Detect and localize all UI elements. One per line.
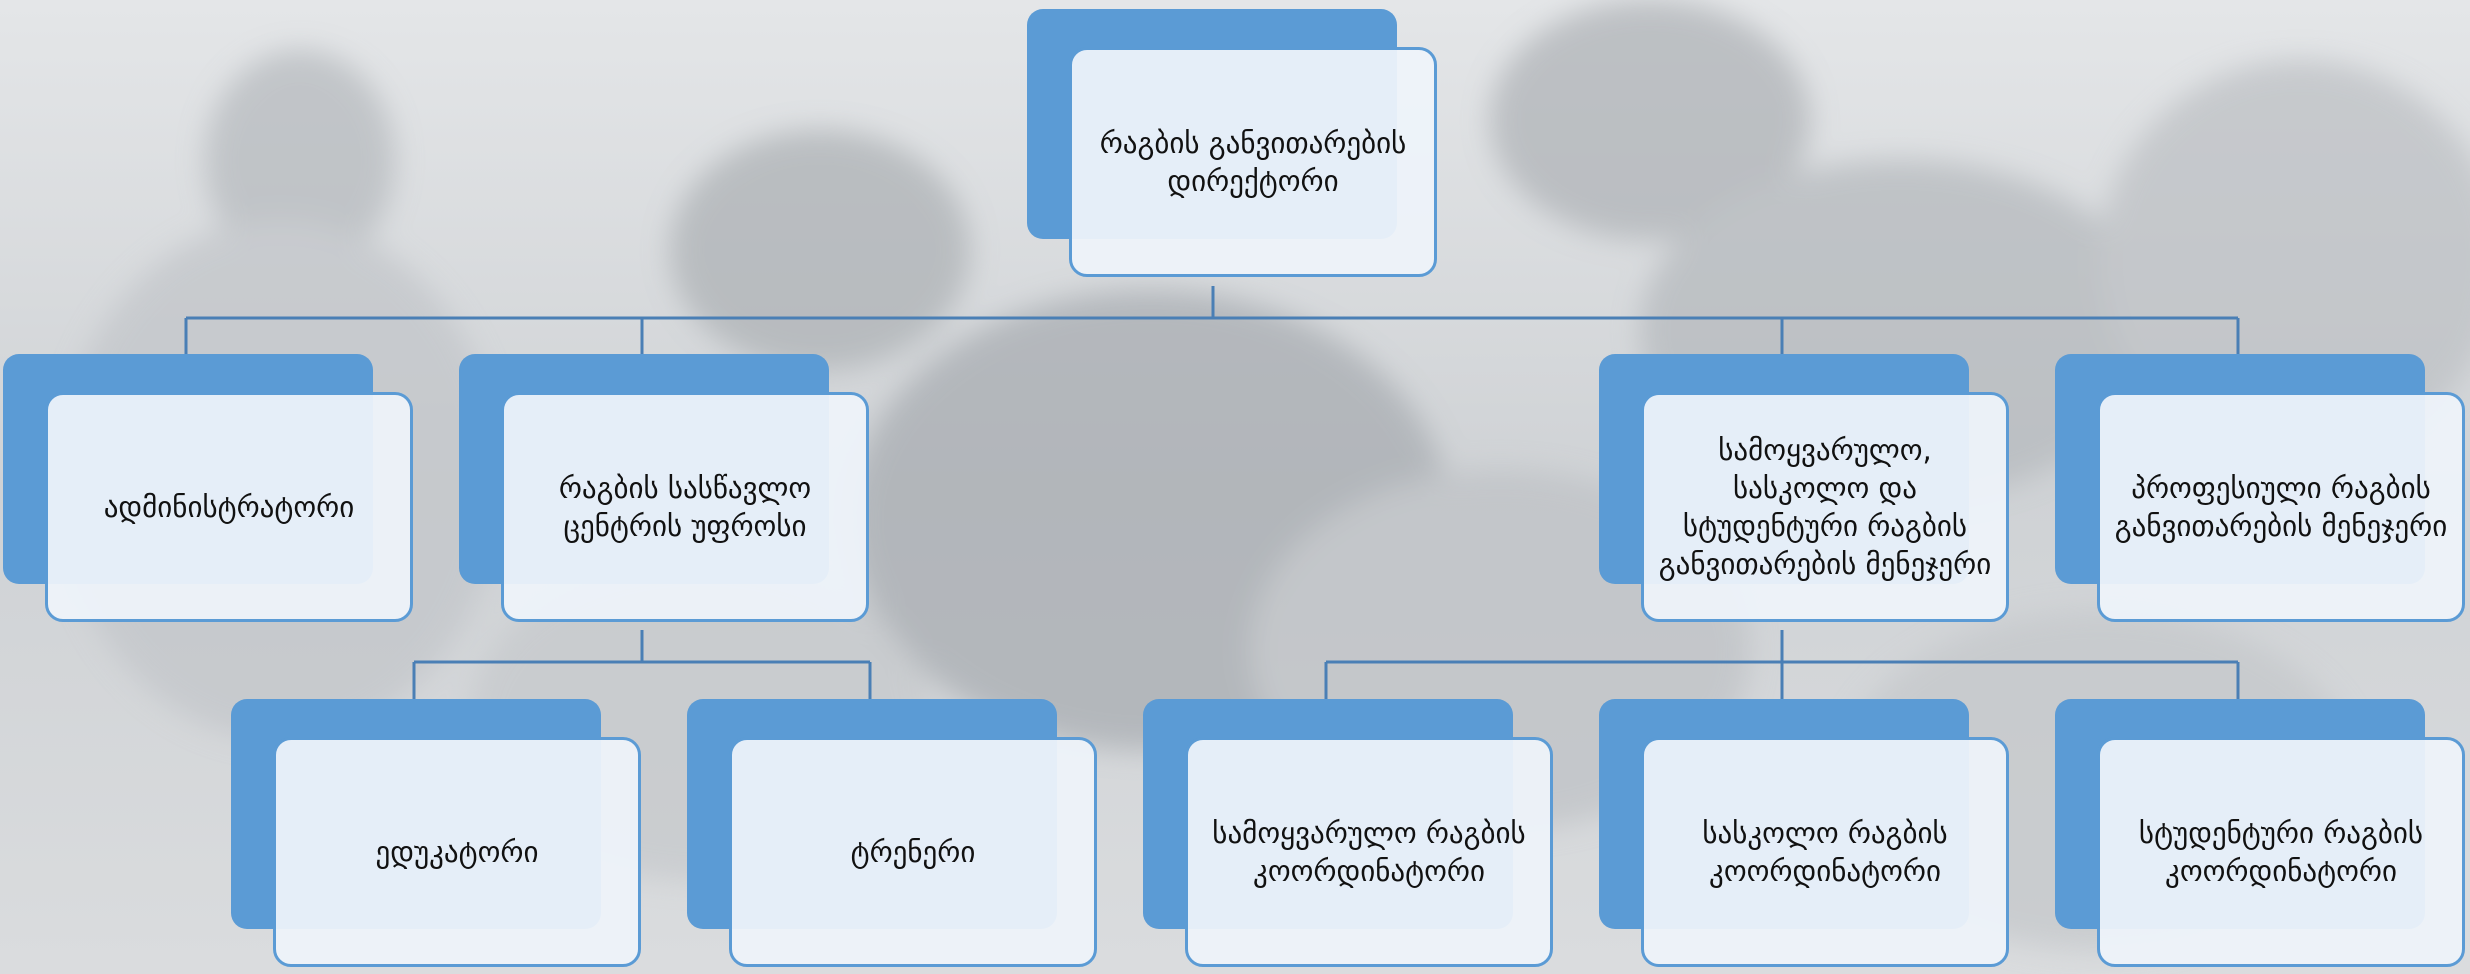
node-box: ადმინისტრატორი bbox=[45, 392, 413, 622]
node-box: ედუკატორი bbox=[273, 737, 641, 967]
node-box: პროფესიული რაგბის განვითარების მენეჯერი bbox=[2097, 392, 2465, 622]
node-box: ტრენერი bbox=[729, 737, 1097, 967]
node-amateur-coordinator: სამოყვარულო რაგბის კოორდინატორი bbox=[1143, 699, 1553, 967]
node-label-educator: ედუკატორი bbox=[375, 835, 539, 869]
node-director: რაგბის განვითარების დირექტორი bbox=[1027, 9, 1437, 277]
node-label-amateur-school-student-manager: სამოყვარულო, სასკოლო და სტუდენტური რაგბი… bbox=[1658, 433, 1992, 581]
node-amateur-school-student-manager: სამოყვარულო, სასკოლო და სტუდენტური რაგბი… bbox=[1599, 354, 2009, 622]
node-box: სასკოლო რაგბის კოორდინატორი bbox=[1641, 737, 2009, 967]
node-label-trainer: ტრენერი bbox=[850, 835, 976, 869]
node-box: სამოყვარულო რაგბის კოორდინატორი bbox=[1185, 737, 1553, 967]
node-box: რაგბის განვითარების დირექტორი bbox=[1069, 47, 1437, 277]
node-label-administrator: ადმინისტრატორი bbox=[103, 490, 355, 524]
node-label-student-coordinator: სტუდენტური რაგბის კოორდინატორი bbox=[2138, 816, 2424, 888]
node-pro-manager: პროფესიული რაგბის განვითარების მენეჯერი bbox=[2055, 354, 2465, 622]
node-box: სამოყვარულო, სასკოლო და სტუდენტური რაგბი… bbox=[1641, 392, 2009, 622]
node-label-amateur-coordinator: სამოყვარულო რაგბის კოორდინატორი bbox=[1212, 816, 1526, 888]
node-educator: ედუკატორი bbox=[231, 699, 641, 967]
node-student-coordinator: სტუდენტური რაგბის კოორდინატორი bbox=[2055, 699, 2465, 967]
node-trainer: ტრენერი bbox=[687, 699, 1097, 967]
node-administrator: ადმინისტრატორი bbox=[3, 354, 413, 622]
node-box: რაგბის სასწავლო ცენტრის უფროსი bbox=[501, 392, 869, 622]
node-school-coordinator: სასკოლო რაგბის კოორდინატორი bbox=[1599, 699, 2009, 967]
node-label-director: რაგბის განვითარების დირექტორი bbox=[1099, 126, 1407, 198]
node-box: სტუდენტური რაგბის კოორდინატორი bbox=[2097, 737, 2465, 967]
node-training-center-head: რაგბის სასწავლო ცენტრის უფროსი bbox=[459, 354, 869, 622]
node-label-school-coordinator: სასკოლო რაგბის კოორდინატორი bbox=[1702, 816, 1948, 888]
node-label-training-center-head: რაგბის სასწავლო ცენტრის უფროსი bbox=[558, 471, 812, 543]
node-label-pro-manager: პროფესიული რაგბის განვითარების მენეჯერი bbox=[2114, 471, 2448, 543]
